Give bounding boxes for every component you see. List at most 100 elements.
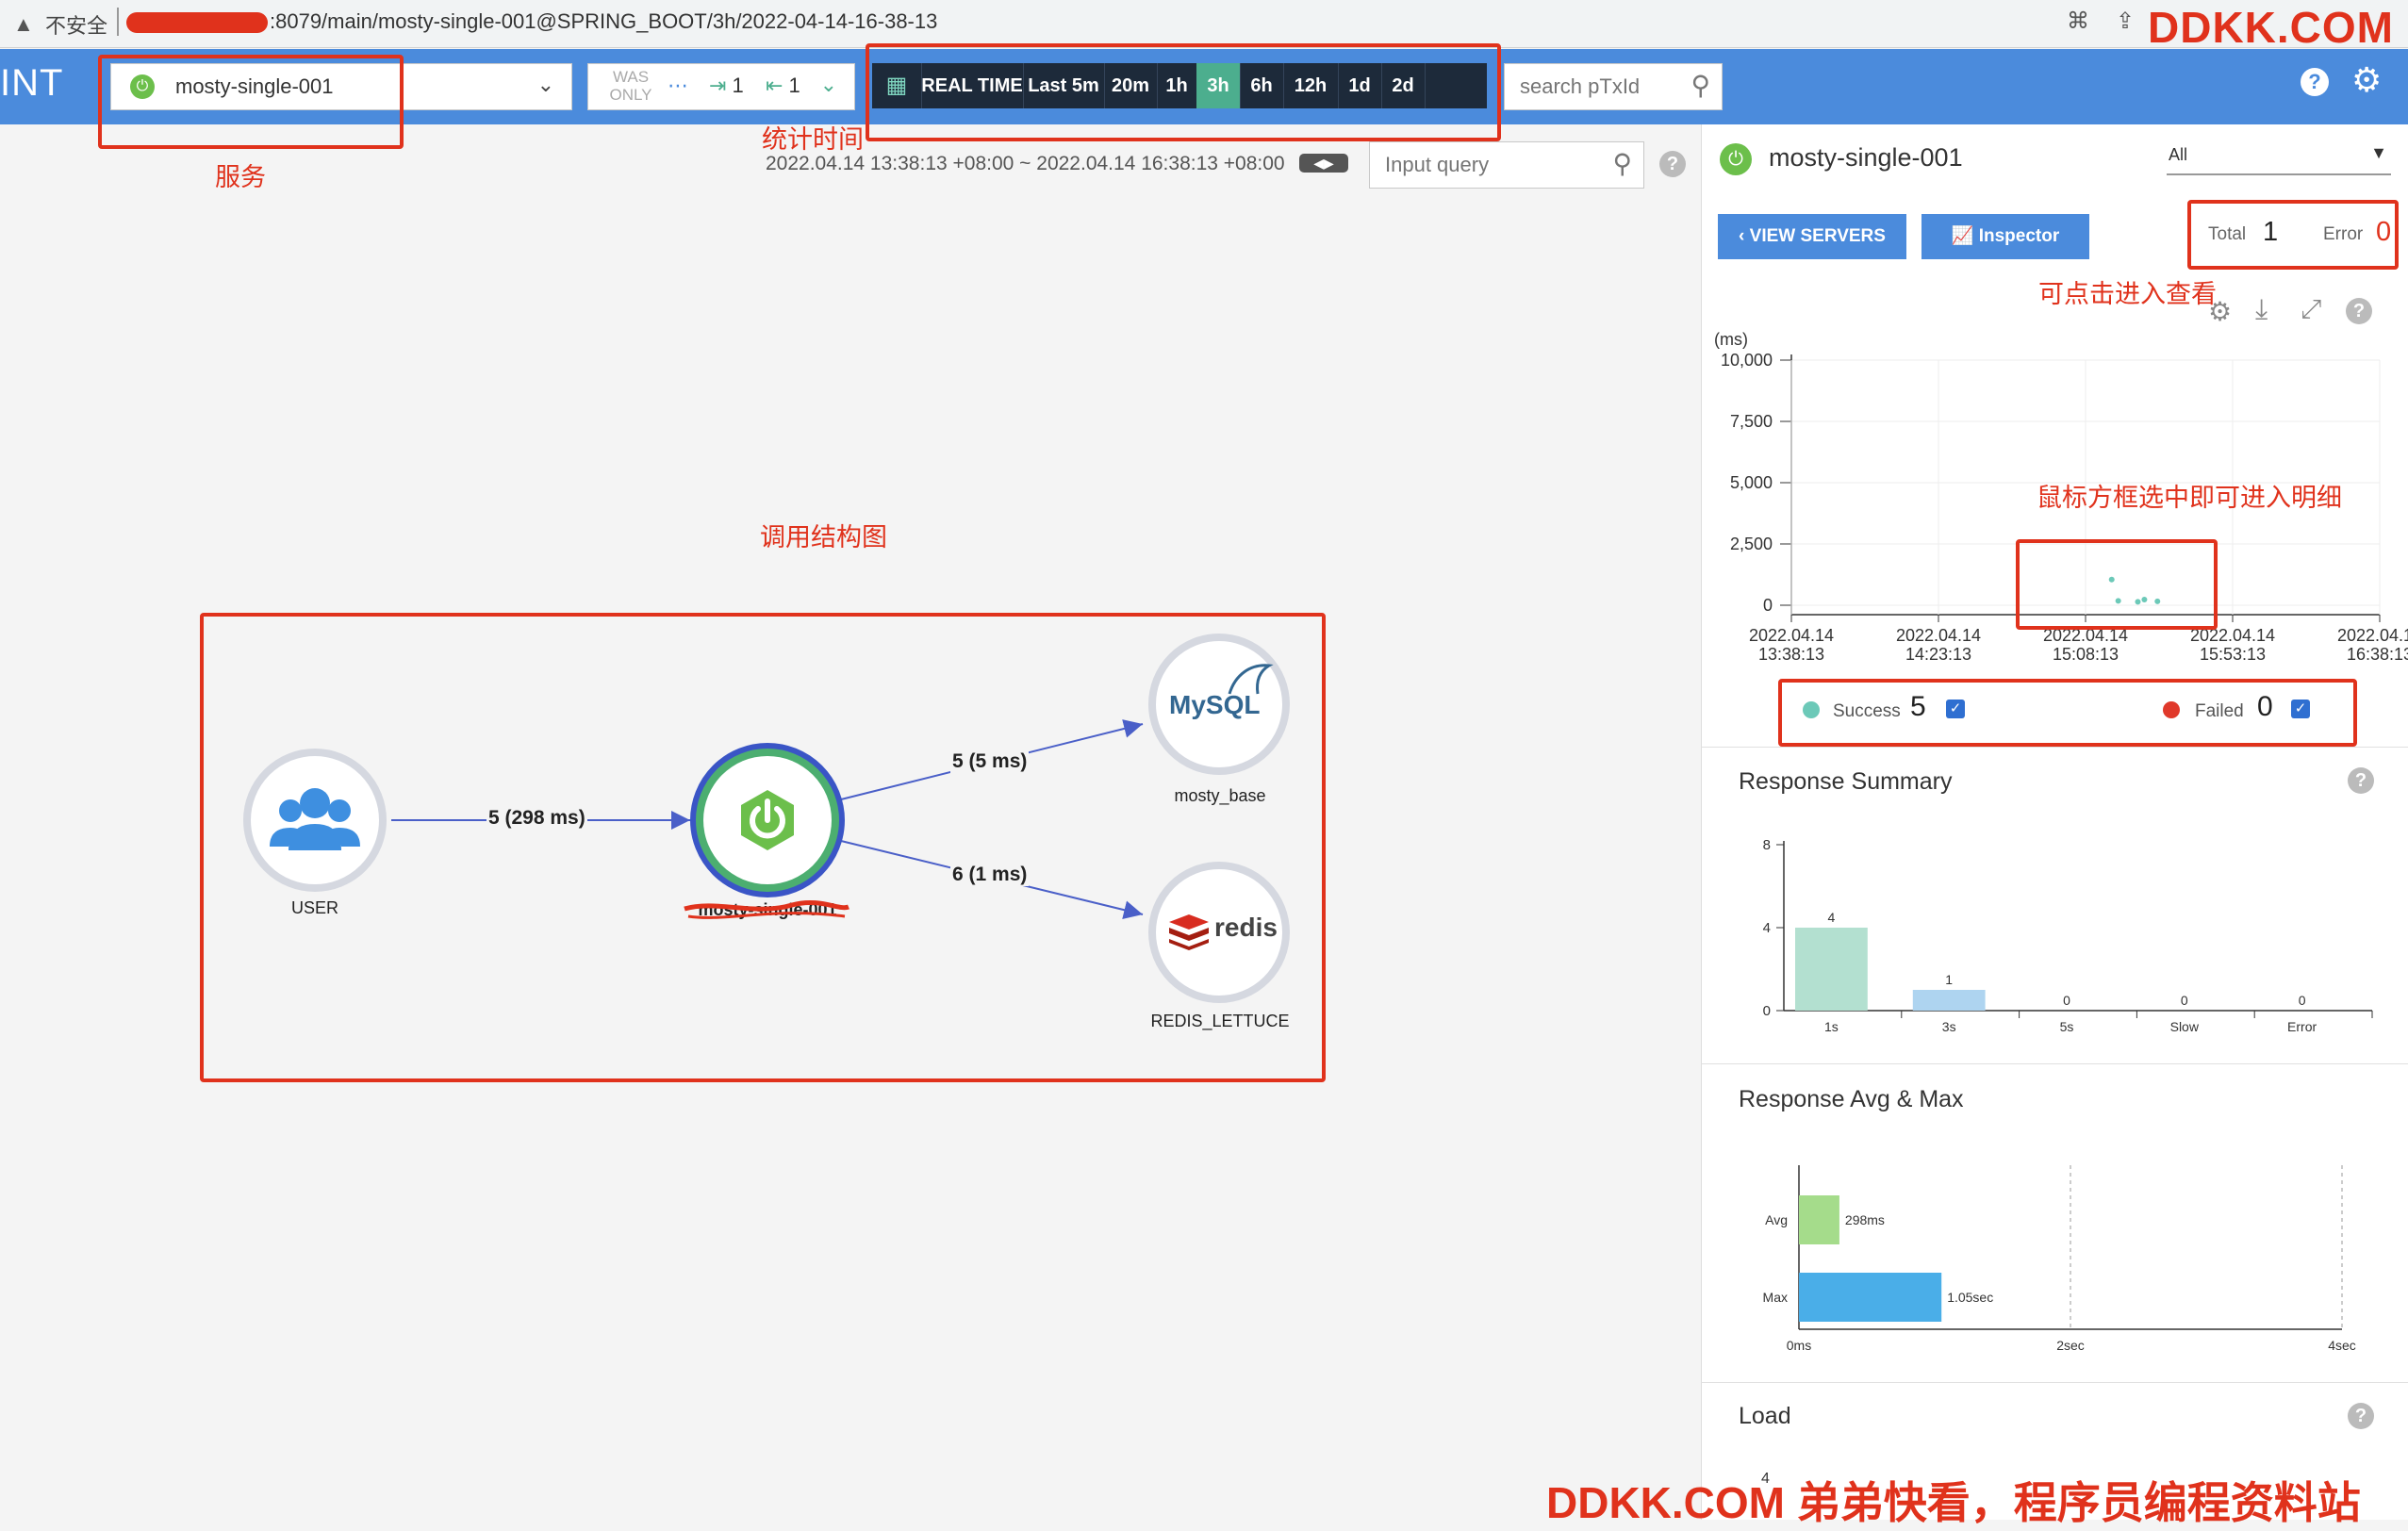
- help-icon[interactable]: ?: [2348, 767, 2374, 794]
- ptxid-search-input[interactable]: [1518, 64, 1673, 109]
- scatter-x-tick-time: 15:53:13: [2200, 645, 2266, 664]
- summary-x-label: 5s: [2060, 1019, 2074, 1034]
- failed-checkbox[interactable]: ✓: [2291, 700, 2310, 718]
- node-mysql[interactable]: MySQL: [1148, 634, 1290, 775]
- time-button-12h[interactable]: 12h: [1283, 63, 1339, 108]
- scatter-y-tick-label: 5,000: [1730, 473, 1773, 492]
- share-icon[interactable]: ⇪: [2116, 8, 2136, 34]
- section-divider: [1701, 747, 2408, 748]
- help-icon[interactable]: ?: [2301, 68, 2329, 96]
- server-filter-select[interactable]: WAS ONLY ⋯ ⇥ 1 ⇤ 1 ⌄: [587, 63, 855, 110]
- redaction-mark: [684, 899, 849, 919]
- time-button-20m[interactable]: 20m: [1104, 63, 1158, 108]
- failed-label: Failed: [2195, 701, 2244, 721]
- warning-icon[interactable]: ▲: [13, 12, 34, 36]
- time-button-3h[interactable]: 3h: [1196, 63, 1241, 108]
- time-button-last-5m[interactable]: Last 5m: [1023, 63, 1105, 108]
- inspector-button[interactable]: 📈 Inspector: [1921, 214, 2089, 259]
- scatter-point: [2154, 598, 2161, 604]
- gear-icon[interactable]: ⚙: [2351, 60, 2383, 99]
- scatter-point: [2108, 576, 2115, 583]
- success-checkbox[interactable]: ✓: [1946, 700, 1965, 718]
- avgmax-x-tick-label: 4sec: [2328, 1338, 2356, 1353]
- load-title: Load: [1739, 1403, 1791, 1429]
- scatter-x-tick-date: 2022.04.14: [1749, 626, 1834, 645]
- annotation-box-drag-select: [2016, 539, 2218, 630]
- scatter-y-tick-label: 2,500: [1730, 535, 1773, 553]
- edge-label-app-redis[interactable]: 6 (1 ms): [950, 864, 1030, 886]
- failed-value: 0: [2257, 691, 2273, 722]
- time-range-toggle[interactable]: ◀▶: [1299, 154, 1348, 173]
- summary-bar: [1912, 990, 1986, 1011]
- annotation-click-to-view: 可点击进入查看: [2038, 280, 2217, 308]
- summary-x-label: 1s: [1824, 1019, 1839, 1034]
- annotation-drag-select: 鼠标方框选中即可进入明细: [2037, 484, 2342, 512]
- view-servers-button[interactable]: ‹ VIEW SERVERS: [1718, 214, 1906, 259]
- agent-filter-value: All: [2169, 145, 2188, 164]
- scatter-x-tick-time: 16:38:13: [2347, 645, 2408, 664]
- application-select[interactable]: ⏻ mosty-single-001 ⌄: [110, 63, 572, 110]
- scatter-x-tick-date: 2022.04.14: [2190, 626, 2275, 645]
- inbound-count: 1: [732, 74, 744, 97]
- mysql-logo-text: MySQL: [1169, 690, 1261, 719]
- scatter-x-tick-time: 14:23:13: [1905, 645, 1971, 664]
- edge-label-app-mysql[interactable]: 5 (5 ms): [950, 750, 1030, 773]
- search-icon[interactable]: ⚲: [1691, 71, 1710, 100]
- total-value[interactable]: 1: [2263, 217, 2279, 247]
- annotation-box-legend: [1778, 679, 2357, 747]
- watermark-top: DDKK.COM: [2148, 3, 2394, 52]
- scatter-point: [2135, 599, 2141, 605]
- summary-y-tick-label: 0: [1763, 1003, 1771, 1019]
- node-label-redis: REDIS_LETTUCE: [1150, 1012, 1290, 1030]
- node-label-user: USER: [290, 898, 338, 917]
- time-range-text: 2022.04.14 13:38:13 +08:00 ~ 2022.04.14 …: [766, 153, 1285, 174]
- success-value: 5: [1910, 691, 1926, 722]
- response-summary-title: Response Summary: [1739, 768, 1953, 795]
- node-redis[interactable]: redis: [1148, 862, 1290, 1003]
- help-icon[interactable]: ?: [2346, 298, 2372, 324]
- agent-filter-select[interactable]: All ▼: [2167, 140, 2391, 175]
- view-servers-label: VIEW SERVERS: [1749, 226, 1886, 246]
- error-value[interactable]: 0: [2376, 217, 2392, 247]
- time-button-6h[interactable]: 6h: [1240, 63, 1284, 108]
- calendar-icon[interactable]: ▦: [872, 63, 922, 108]
- chevron-left-icon: ‹: [1739, 226, 1750, 246]
- brand-logo[interactable]: INT: [0, 62, 64, 104]
- success-label: Success: [1833, 701, 1901, 721]
- scatter-y-tick-label: 0: [1763, 596, 1773, 615]
- scatter-point: [2115, 598, 2121, 604]
- scatter-x-tick-time: 15:08:13: [2053, 645, 2119, 664]
- fullscreen-icon[interactable]: ⤢: [2301, 294, 2322, 323]
- annotation-box-service: [98, 55, 404, 149]
- query-input[interactable]: [1383, 142, 1594, 188]
- avgmax-y-label: Avg: [1765, 1212, 1788, 1227]
- download-icon[interactable]: ⤓: [2255, 294, 2268, 325]
- browser-address-bar: [0, 0, 2408, 48]
- avgmax-x-tick-label: 2sec: [2056, 1338, 2085, 1353]
- node-application[interactable]: [690, 743, 845, 897]
- gear-icon[interactable]: ⚙: [2208, 297, 2233, 326]
- topology-icon: ⋯: [668, 74, 688, 97]
- redis-logo-text: redis: [1214, 913, 1278, 942]
- time-button-real-time[interactable]: REAL TIME: [921, 63, 1024, 108]
- node-user[interactable]: [243, 749, 387, 892]
- summary-bar-value: 0: [2181, 993, 2188, 1008]
- panel-app-name: mosty-single-001: [1769, 143, 1963, 172]
- address-url[interactable]: :8079/main/mosty-single-001@SPRING_BOOT/…: [130, 9, 937, 34]
- scatter-x-tick-date: 2022.04.14: [1896, 626, 1981, 645]
- search-icon[interactable]: ⚲: [1612, 149, 1632, 178]
- summary-x-label: Slow: [2170, 1019, 2200, 1034]
- time-button-1d[interactable]: 1d: [1338, 63, 1382, 108]
- insecure-label[interactable]: 不安全: [45, 14, 108, 38]
- translate-icon[interactable]: ⌘: [2067, 8, 2089, 34]
- avgmax-bar-value: 1.05sec: [1947, 1290, 1993, 1305]
- time-button-2d[interactable]: 2d: [1381, 63, 1426, 108]
- success-dot-icon: [1803, 701, 1820, 718]
- help-icon[interactable]: ?: [1659, 151, 1686, 177]
- application-select-value: mosty-single-001: [175, 74, 334, 98]
- response-scatter-chart[interactable]: 10,0007,5005,0002,50002022.04.1413:38:13…: [1701, 339, 2408, 679]
- edge-label-user-app[interactable]: 5 (298 ms): [487, 807, 587, 830]
- help-icon[interactable]: ?: [2348, 1403, 2374, 1429]
